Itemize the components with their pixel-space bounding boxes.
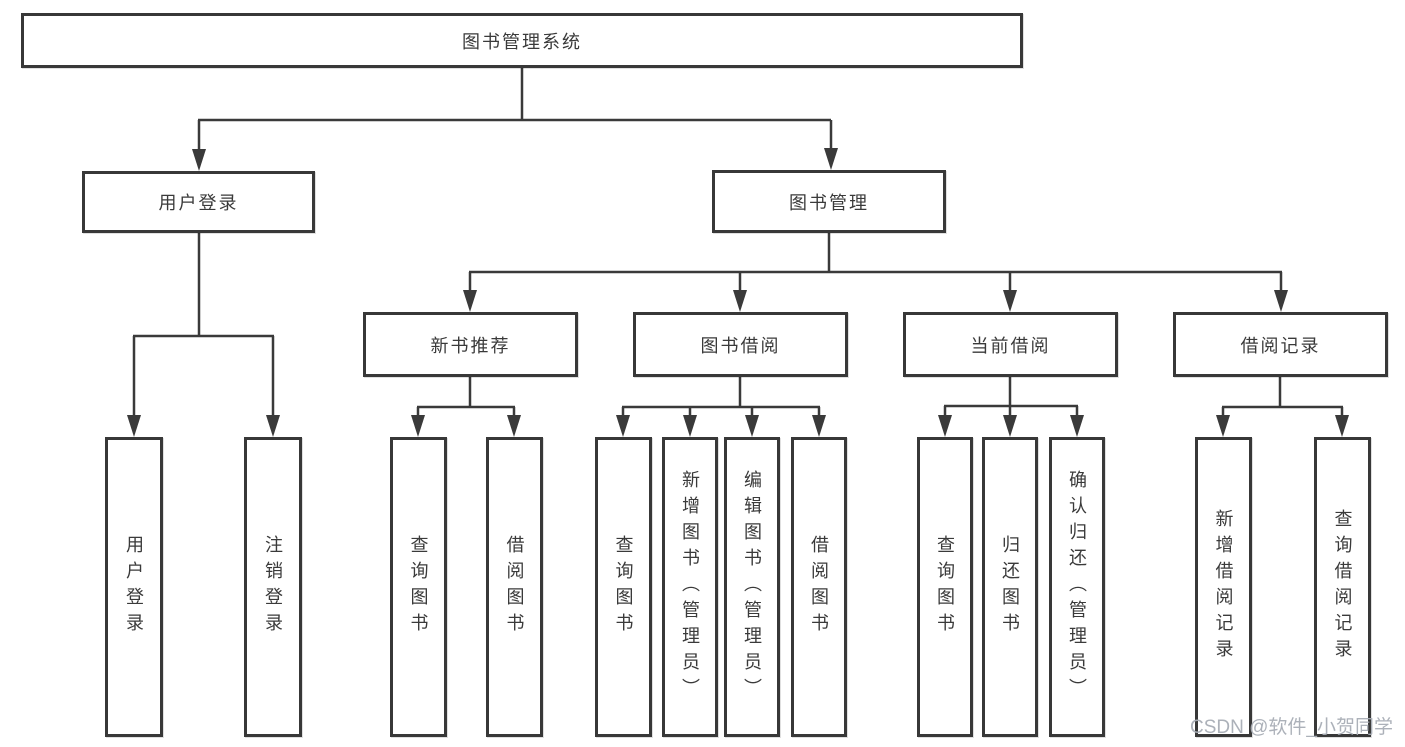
leaf-user-login: 用户登录 [105, 437, 163, 737]
node-book-borrow: 图书借阅 [633, 312, 848, 377]
leaf-current-query-book: 查询图书 [917, 437, 973, 737]
leaf-borrow-query-book: 查询图书 [595, 437, 652, 737]
leaf-newbook-borrow-book: 借阅图书 [486, 437, 543, 737]
node-root-system: 图书管理系统 [21, 13, 1023, 68]
leaf-current-confirm-return-admin: 确认归还（管理员） [1049, 437, 1105, 737]
leaf-borrow-edit-book-admin: 编辑图书（管理员） [724, 437, 780, 737]
leaf-borrow-add-book-admin: 新增图书（管理员） [662, 437, 718, 737]
node-borrow-records: 借阅记录 [1173, 312, 1388, 377]
leaf-borrow-borrow-book: 借阅图书 [791, 437, 847, 737]
leaf-logout: 注销登录 [244, 437, 302, 737]
node-current-borrow: 当前借阅 [903, 312, 1118, 377]
node-new-book-recommend: 新书推荐 [363, 312, 578, 377]
leaf-current-return-book: 归还图书 [982, 437, 1038, 737]
node-book-management: 图书管理 [712, 170, 946, 233]
leaf-records-add-record: 新增借阅记录 [1195, 437, 1252, 737]
leaf-newbook-query-book: 查询图书 [390, 437, 447, 737]
node-user-login: 用户登录 [82, 171, 315, 233]
watermark-text: CSDN @软件_小贺同学 [1190, 717, 1393, 738]
leaf-records-query-record: 查询借阅记录 [1314, 437, 1371, 737]
